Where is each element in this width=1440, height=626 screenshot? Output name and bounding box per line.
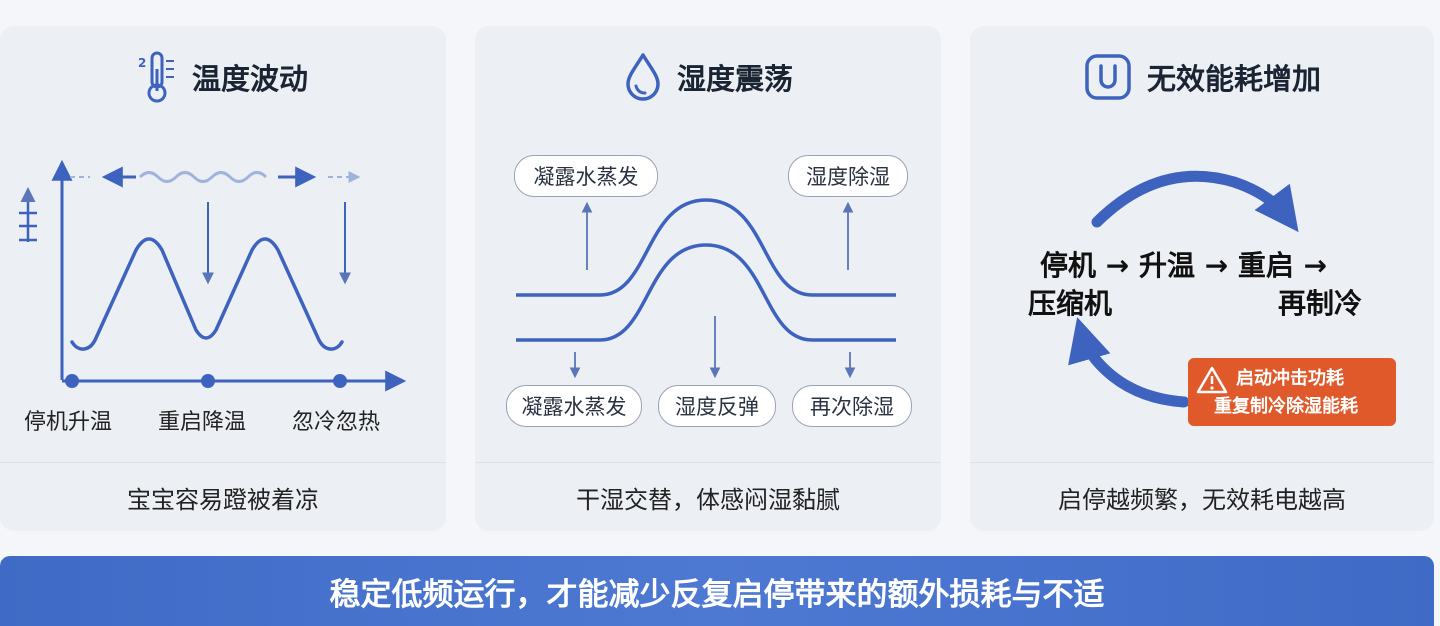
panel-temperature-title: 2 温度波动 [0,26,446,128]
temperature-wave [70,237,344,351]
axis-label-hot-cold: 忽冷忽热 [292,410,381,435]
svg-text:2: 2 [138,56,146,70]
cycle-arrow-top [1091,170,1299,233]
cycle-text-recool: 再制冷 [1278,287,1363,320]
warning-icon [1196,366,1228,394]
bottom-banner: 稳定低频运行，才能减少反复启停带来的额外损耗与不适 [0,556,1434,626]
axis-point-3 [333,374,347,388]
panel-temperature: 2 温度波动 宝宝容易蹬被着凉 [0,26,446,531]
axis-label-restart-cool: 重启降温 [158,410,247,435]
label-humidity-rebound: 湿度反弹 [658,385,776,427]
humidity-curve-upper [516,198,896,297]
panel-energy-title: 无效能耗增加 [970,26,1434,128]
fluctuation-squiggle [138,171,268,183]
panel-energy-title-text: 无效能耗增加 [1146,62,1321,96]
panel-temperature-footer: 宝宝容易蹬被着凉 [0,462,446,531]
cycle-arrow-bottom [1068,317,1190,408]
cycle-text-compressor: 压缩机 [1028,287,1113,320]
warning-badge: 启动冲击功耗 重复制冷除湿能耗 [1188,358,1396,426]
panel-temperature-title-text: 温度波动 [191,62,308,96]
panel-energy-footer: 启停越频繁，无效耗电越高 [970,462,1434,531]
humidity-curve-lower [516,243,896,342]
cycle-text-line1: 停机 → 升温 → 重启 → [1040,249,1328,282]
power-socket-icon [1085,54,1131,100]
panel-humidity-title-text: 湿度震荡 [676,62,793,96]
warning-line1: 启动冲击功耗 [1236,368,1344,389]
label-evaporation-bottom: 凝露水蒸发 [506,385,642,427]
humidity-diagram [516,198,896,379]
energy-cycle-diagram [1068,170,1299,408]
scale-icon [19,187,37,242]
panel-energy: 无效能耗增加 启停越频繁，无效耗电越高 [970,26,1434,531]
label-evaporation-top: 凝露水蒸发 [514,155,658,197]
panel-humidity: 湿度震荡 干湿交替，体感闷湿黏腻 [475,26,941,531]
thermometer-icon: 2 [138,51,174,103]
label-dehumidify-again: 再次除湿 [792,385,912,427]
axis-label-stop-heat: 停机升温 [24,410,113,435]
panel-humidity-footer: 干湿交替，体感闷湿黏腻 [475,462,941,531]
label-dehumidify-top: 湿度除湿 [788,155,908,197]
axis-point-1 [65,374,79,388]
water-drop-icon [626,53,660,101]
panel-humidity-title: 湿度震荡 [475,26,941,128]
axis-point-2 [201,374,215,388]
temperature-diagram [19,159,407,392]
warning-line2: 重复制冷除湿能耗 [1214,396,1358,417]
